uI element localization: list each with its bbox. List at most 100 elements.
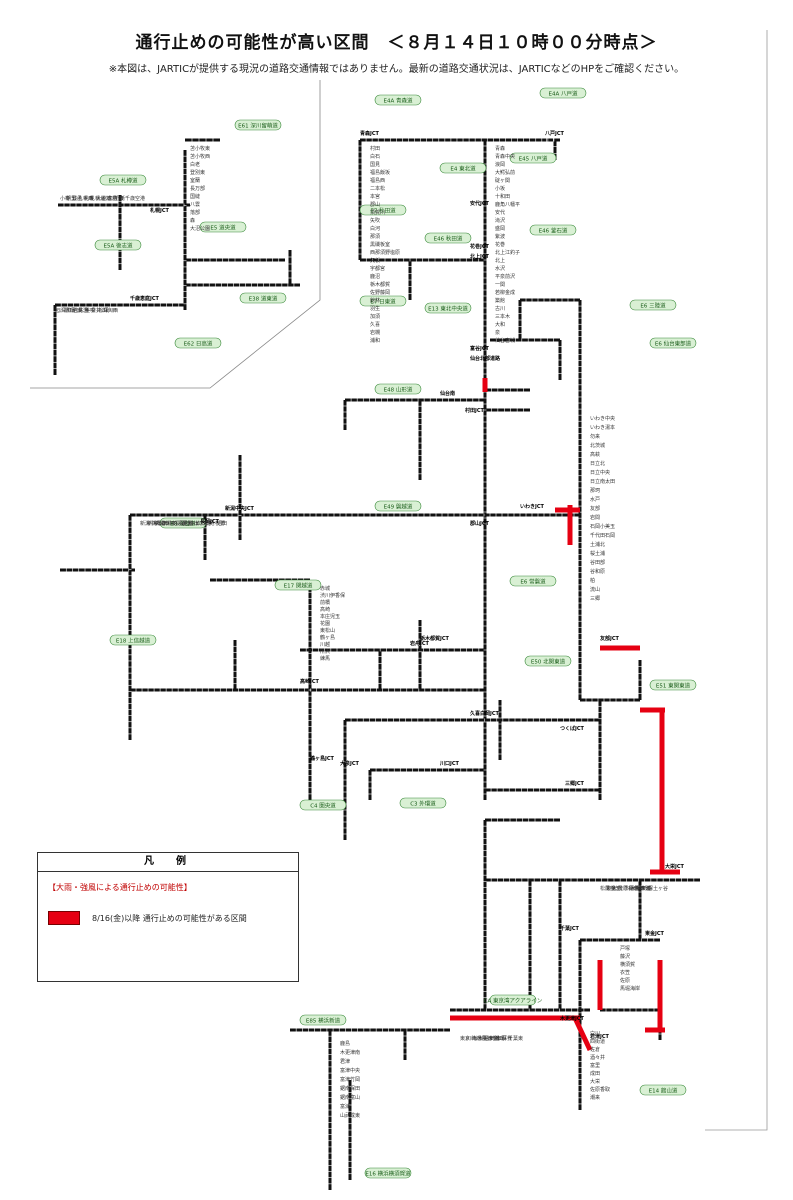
- route-badge-label: E6 三陸道: [640, 302, 666, 310]
- station-label: 保土ヶ谷: [648, 885, 668, 892]
- station-label: 木更津東: [630, 885, 650, 892]
- route-badge-label: E8 北陸道: [170, 520, 196, 528]
- route-badge-label: E46 秋田道: [434, 235, 463, 243]
- station-label: 富里: [590, 1062, 600, 1069]
- route-badge-label: E4A 八戸道: [549, 90, 578, 98]
- station-label: 大網: [612, 885, 622, 892]
- route-badge-label: E5 道央道: [210, 224, 236, 232]
- station-label: 渋川伊香保: [320, 592, 345, 599]
- station-label: 青森: [495, 145, 505, 152]
- route-badge-label: E17 関越道: [284, 582, 313, 590]
- station-label: 所沢: [320, 648, 330, 655]
- station-label: 潮来: [590, 1094, 600, 1101]
- route-badge: E6 仙台東部道: [649, 337, 697, 349]
- station-label: 岩見沢: [73, 307, 88, 314]
- route-badge-label: E51 東関東道: [656, 682, 691, 690]
- station-label: 月夜野: [210, 520, 225, 527]
- junction-label: 三郷JCT: [565, 780, 585, 787]
- station-label: 銭函: [72, 195, 82, 202]
- route-badge-label: E16 横浜横須賀道: [365, 1170, 411, 1178]
- station-label: 衣笠: [620, 969, 630, 976]
- station-label: 新潟中央: [140, 520, 160, 527]
- route-badge-label: E7 秋田道: [370, 207, 396, 215]
- station-label: 袖ケ浦: [636, 885, 651, 892]
- station-label: 柏: [590, 577, 595, 584]
- station-label: 袖ヶ浦: [484, 1035, 499, 1042]
- station-label: 鹿沼: [370, 273, 380, 280]
- junction-label: 栃木都賀JCT: [420, 635, 450, 642]
- hokkaido-inset-border: [30, 80, 321, 389]
- station-label: 土浦北: [590, 541, 605, 548]
- route-badge-label: E48 山形道: [384, 386, 413, 394]
- route-badge: E6 三陸道: [629, 299, 677, 311]
- route-badge: E62 日高道: [174, 337, 222, 349]
- junction-label: 木更津JCT: [559, 1015, 585, 1022]
- station-label: 碇ヶ関: [495, 177, 510, 184]
- route-badge-label: E62 日高道: [184, 340, 213, 348]
- station-label: 木更津南: [340, 1049, 360, 1056]
- station-label: 鹿島: [340, 1040, 350, 1047]
- station-label: 高崎: [320, 606, 330, 613]
- route-badge: E85 横浜新道: [299, 1014, 347, 1026]
- route-badge: E50 北関東道: [524, 655, 572, 667]
- junction-label: つくばJCT: [560, 725, 585, 732]
- route-badge-label: E5A 札樽道: [109, 177, 138, 185]
- station-label: 八雲: [190, 202, 200, 208]
- station-label: 谷田部: [590, 559, 605, 566]
- route-badge-label: CA 東京湾アクアライン: [484, 997, 543, 1005]
- junction-label: 新潟中央JCT: [225, 505, 255, 512]
- junction-label: 北上JCT: [470, 253, 490, 260]
- legend-item-label: 8/16(金)以降 通行止めの可能性がある区間: [92, 913, 247, 923]
- station-label: 白老: [190, 161, 200, 168]
- route-badge: C3 外環道: [399, 797, 447, 809]
- junction-label: いわきJCT: [520, 503, 545, 510]
- closure-sections: [450, 378, 680, 1052]
- route-badge-label: E49 磐越道: [384, 503, 413, 511]
- station-label: 富浦: [340, 1103, 350, 1110]
- route-badge-label: E45 八戸道: [519, 155, 548, 163]
- junction-label: 東金JCT: [645, 930, 665, 937]
- station-label: 深川: [61, 307, 71, 314]
- station-label: 二本松: [370, 185, 385, 192]
- station-label: 大沼公園: [190, 225, 210, 232]
- station-label: 三本木: [495, 313, 510, 320]
- route-badge: E38 道東道: [239, 292, 287, 304]
- station-label: 小出: [189, 520, 199, 527]
- station-label: 藤沢: [620, 953, 630, 960]
- station-label: 長万部: [190, 185, 205, 192]
- station-label: 西那須野塩原: [370, 249, 400, 256]
- route-badge: E45 八戸道: [509, 152, 557, 164]
- station-label: 友部: [590, 505, 600, 512]
- junction-label: 友部JCT: [600, 635, 620, 642]
- station-label: 一関: [495, 282, 505, 288]
- route-badge: E14 館山道: [639, 1084, 687, 1096]
- station-labels: 小樽朝里銭函札幌西札幌札幌北大谷地北広島恵庭千歳新千歳空港苫小牧東苫小牧西白老登…: [55, 130, 685, 1119]
- station-label: 佐原香取: [590, 1086, 610, 1093]
- legend-subheading: 【大雨・強風による通行止めの可能性】: [48, 883, 192, 892]
- junction-label: 久喜白岡JCT: [470, 710, 500, 717]
- station-label: 鋸南富山: [340, 1094, 360, 1101]
- station-label: 苫小牧西: [190, 153, 210, 160]
- station-label: 札幌北: [90, 195, 105, 202]
- route-badge: E61 深川留萌道: [234, 119, 282, 131]
- junction-label: 千葉JCT: [560, 925, 580, 932]
- station-label: 新千歳空港: [120, 195, 145, 202]
- station-label: 深川西: [103, 307, 118, 314]
- station-label: 仙台宮城: [495, 337, 515, 344]
- station-label: 千代田石岡: [590, 532, 615, 539]
- station-label: 花巻: [495, 241, 505, 248]
- station-label: 美唄: [85, 307, 95, 314]
- station-label: 東金: [606, 885, 616, 892]
- junction-label: 大泉JCT: [340, 760, 360, 767]
- route-badge-label: C4 圏央道: [310, 802, 336, 810]
- route-badge-label: E7 日東道: [370, 298, 396, 306]
- station-label: 浦和: [370, 337, 380, 344]
- station-label: 青森中央: [495, 153, 515, 160]
- route-badge-label: E13 東北中央道: [428, 305, 468, 313]
- route-badge: E6 常磐道: [509, 575, 557, 587]
- junction-label: 高崎JCT: [300, 678, 320, 685]
- station-label: 加須: [370, 313, 380, 320]
- station-label: 君津: [340, 1058, 350, 1065]
- route-badge: E5A 札樽道: [99, 174, 147, 186]
